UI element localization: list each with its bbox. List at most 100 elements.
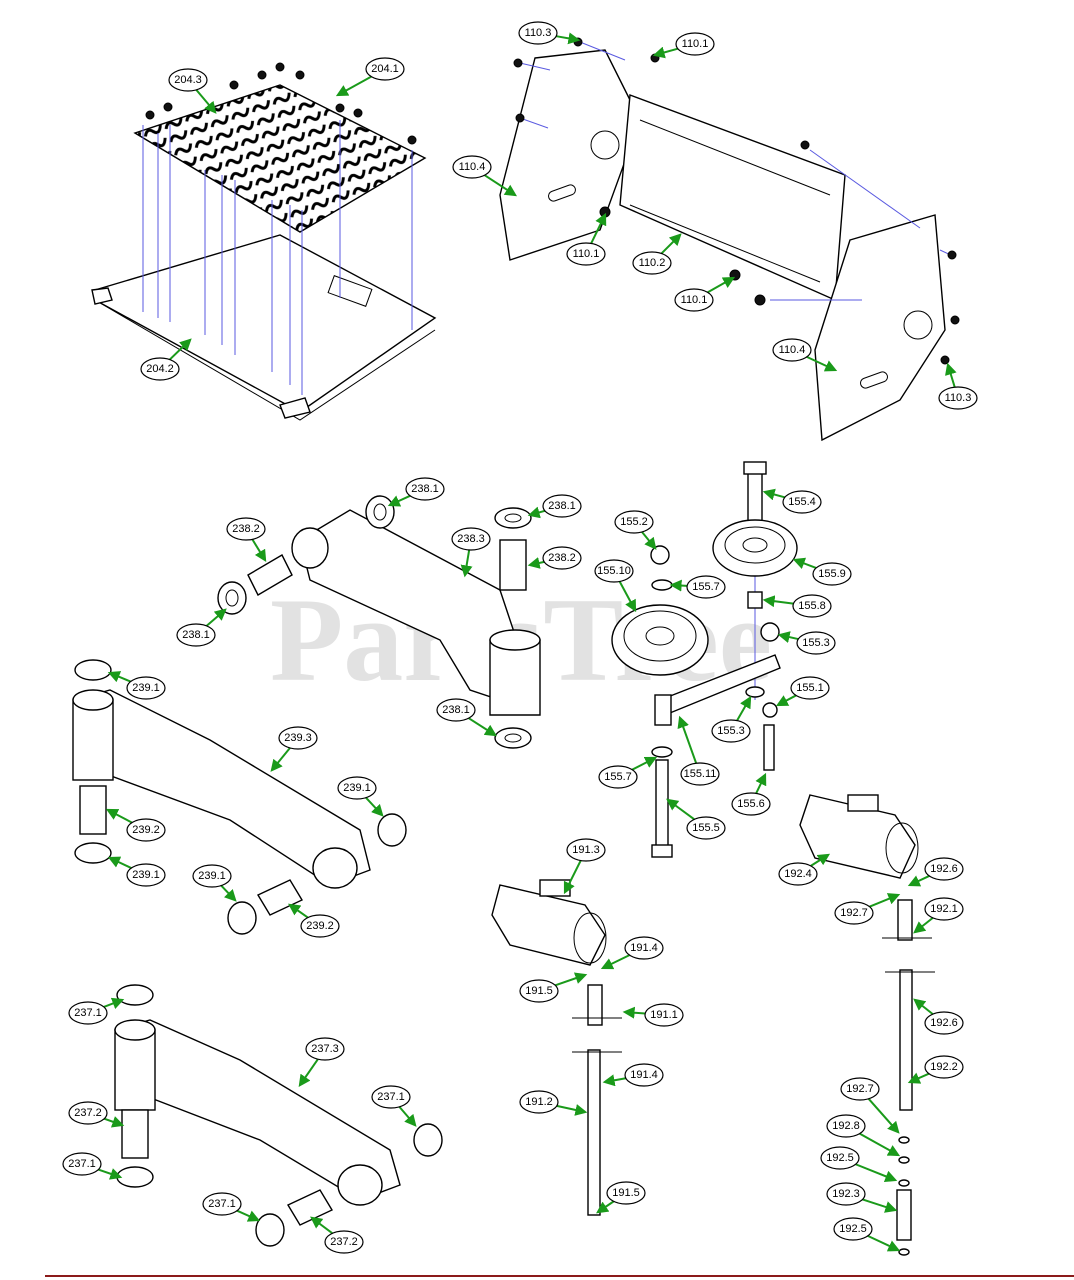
callout-239-1d: 239.1 (192, 864, 237, 902)
callout-bubble (365, 57, 405, 81)
callout-label: 239.1 (343, 782, 371, 794)
pulley-155-9 (712, 519, 798, 577)
callout-bubble (778, 862, 818, 886)
callout-label: 237.2 (74, 1107, 102, 1119)
leader-arrow (596, 1200, 615, 1214)
leader-arrow (641, 531, 657, 550)
callout-bubble (680, 762, 720, 786)
leader-arrow (105, 808, 133, 824)
leader-arrow (590, 212, 607, 244)
callout-bubble (686, 816, 726, 840)
callout-label: 237.1 (68, 1158, 96, 1170)
callout-237-2a: 237.2 (68, 1101, 125, 1128)
callout-bubble (371, 1085, 411, 1109)
callout-bubble (176, 623, 216, 647)
actuator-assembly-192 (799, 794, 935, 1256)
arm-assembly-238 (217, 495, 541, 749)
callout-label: 239.3 (284, 732, 312, 744)
callout-bubble (542, 494, 582, 518)
callout-label: 192.5 (839, 1223, 867, 1235)
callout-bubble (826, 1114, 866, 1138)
callout-191-1: 191.1 (622, 1003, 684, 1027)
callout-label: 237.1 (74, 1007, 102, 1019)
callout-110-4a: 110.4 (452, 155, 518, 197)
bushings-237 (116, 984, 443, 1247)
callout-bubble (278, 726, 318, 750)
callout-label: 192.1 (930, 903, 958, 915)
callout-110-4b: 110.4 (772, 338, 838, 372)
callout-239-2b: 239.2 (288, 903, 340, 938)
callout-label: 110.1 (682, 38, 709, 50)
callout-label: 155.6 (737, 798, 765, 810)
callout-239-3: 239.3 (270, 726, 318, 772)
leader-arrow (563, 860, 582, 895)
callout-238-2a: 238.2 (226, 517, 267, 563)
leader-arrow (270, 747, 291, 772)
callout-155-3a: 155.3 (777, 631, 836, 655)
callout-192-3: 192.3 (826, 1182, 898, 1213)
leader-arrow (806, 355, 838, 372)
callout-bubble (924, 897, 964, 921)
callout-155-7b: 155.7 (598, 756, 658, 789)
leader-arrow (310, 1216, 333, 1235)
leader-arrow (556, 32, 581, 45)
guide-lines-204 (142, 120, 413, 395)
callout-label: 191.4 (630, 1069, 658, 1081)
callout-155-9: 155.9 (792, 557, 852, 586)
callout-237-1a: 237.1 (68, 997, 125, 1025)
leader-arrow (205, 608, 227, 627)
callout-bubble (126, 863, 166, 887)
callout-191-5a: 191.5 (519, 972, 588, 1003)
callout-238-3: 238.3 (451, 527, 491, 578)
callout-bubble (731, 792, 771, 816)
callout-label: 239.2 (132, 824, 160, 836)
leader-arrow (867, 1234, 901, 1252)
callout-bubble (566, 838, 606, 862)
callout-192-1: 192.1 (913, 897, 964, 934)
leader-arrow (859, 1132, 901, 1157)
callout-204-2: 204.2 (140, 338, 192, 381)
callout-bubble (924, 857, 964, 881)
callout-bubble (782, 490, 822, 514)
callout-label: 238.3 (457, 533, 485, 545)
leader-arrow (867, 1098, 900, 1134)
leader-arrow (236, 1209, 261, 1222)
callout-bubble (624, 1063, 664, 1087)
part-callouts: 204.3204.1204.2110.3110.1110.4110.1110.2… (62, 21, 978, 1254)
rings-192 (898, 1136, 910, 1256)
callout-bubble (938, 386, 978, 410)
callout-label: 192.8 (832, 1120, 860, 1132)
callout-bubble (644, 1003, 684, 1027)
callout-192-7a: 192.7 (834, 893, 901, 925)
callout-label: 191.1 (650, 1009, 678, 1021)
leader-arrow (554, 972, 588, 987)
leader-arrow (556, 1104, 588, 1116)
callout-bubble (140, 357, 180, 381)
callout-155-3b: 155.3 (711, 695, 752, 743)
callout-label: 237.1 (208, 1198, 236, 1210)
callout-label: 110.1 (573, 248, 600, 260)
callout-label: 110.4 (779, 344, 806, 356)
callout-110-1a: 110.1 (652, 32, 715, 59)
callout-label: 192.5 (826, 1152, 854, 1164)
callout-110-1c: 110.1 (674, 276, 736, 312)
callout-label: 192.7 (840, 907, 868, 919)
bolt-155-6 (763, 724, 775, 771)
callout-label: 191.2 (525, 1096, 553, 1108)
callout-191-4b: 191.4 (602, 1063, 664, 1087)
rod-192-2 (899, 969, 913, 1111)
leader-arrow (600, 954, 630, 970)
leader-arrow (945, 362, 957, 388)
callout-155-5: 155.5 (666, 798, 726, 840)
callout-110-1b: 110.1 (566, 212, 607, 266)
leader-arrow (468, 717, 498, 737)
leader-arrow (298, 1058, 319, 1087)
callout-bubble (796, 631, 836, 655)
leader-arrow (335, 75, 372, 97)
bracket-assembly (499, 37, 960, 442)
callout-204-3: 204.3 (168, 68, 217, 114)
tread-plate-204-3 (133, 84, 427, 233)
leader-arrow (398, 1106, 417, 1127)
leader-arrow (907, 1072, 930, 1084)
callout-bubble (126, 818, 166, 842)
